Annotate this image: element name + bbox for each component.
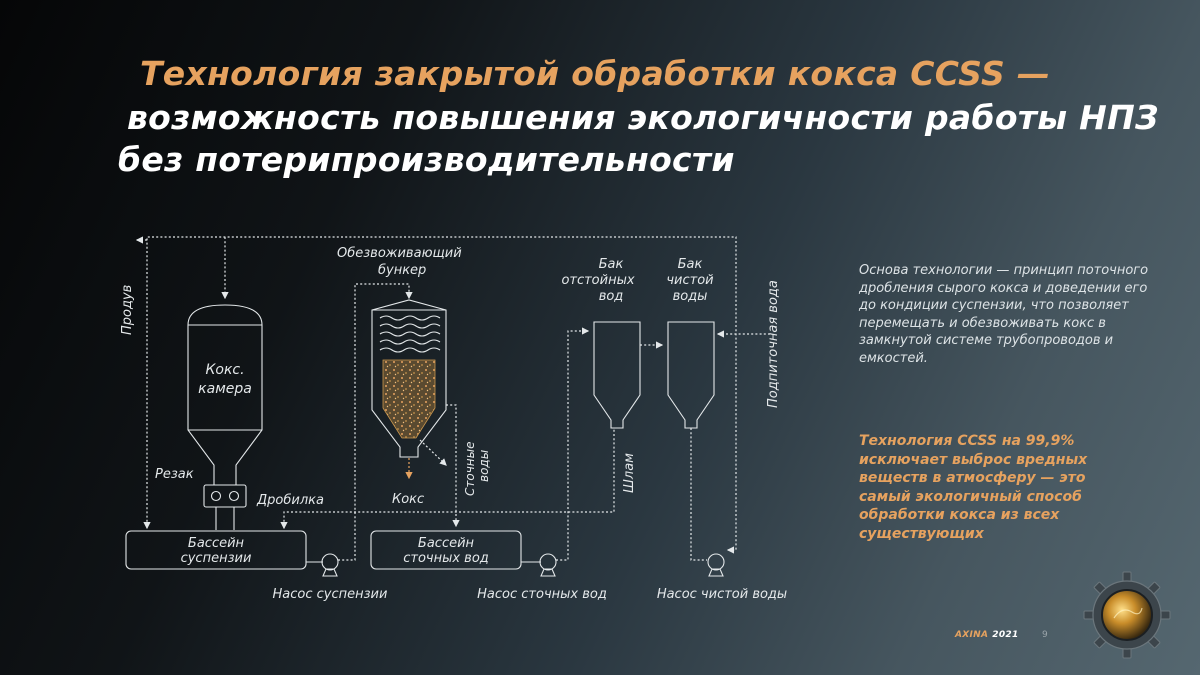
- clean-to-pump-line: [690, 428, 707, 561]
- settling-tank: [593, 321, 641, 429]
- label-nasos-susp: Насос суспензии: [273, 587, 388, 602]
- footer-year: 2021: [992, 630, 1019, 640]
- blow-line: [135, 236, 737, 554]
- label-bak-otst-3: вод: [599, 289, 624, 304]
- waste-to-settler-line: [556, 327, 590, 561]
- label-bak-chist-2: чистой: [666, 273, 713, 288]
- clean-water-pump-icon: [707, 553, 725, 577]
- label-bak-chist-3: воды: [673, 289, 708, 304]
- label-nasos-chist: Насос чистой воды: [657, 587, 787, 602]
- label-bassein-susp-1: Бассейн: [188, 536, 245, 551]
- description-text: Основа технологии — принцип поточного др…: [859, 263, 1149, 366]
- label-stochnye-2: воды: [477, 450, 491, 482]
- gear-logo-icon: [1083, 571, 1171, 659]
- dewatering-bunker: [371, 299, 447, 458]
- title-line-1: Технология закрытой обработки кокса CCSS…: [140, 54, 1051, 93]
- label-koks: Кокс: [392, 492, 424, 507]
- label-podpitochnaya: Подпиточная вода: [766, 280, 781, 408]
- label-nasos-stoch: Насос сточных вод: [477, 587, 607, 602]
- label-bassein-stoch-1: Бассейн: [418, 536, 475, 551]
- waste-water-basin: [370, 530, 522, 570]
- label-stochnye-1: Сточные: [463, 441, 477, 496]
- label-bak-chist-1: Бак: [678, 257, 703, 272]
- page-number: 9: [1042, 630, 1048, 640]
- waste-water-pump-icon: [521, 553, 557, 577]
- waste-water-pipe: [446, 404, 457, 430]
- slurry-pump-icon: [306, 553, 339, 577]
- label-bunker-2: бункер: [378, 263, 426, 278]
- label-bassein-susp-2: суспензии: [181, 551, 252, 566]
- waste-water-arrow: [419, 439, 447, 466]
- title-line-3: без потерипроизводительности: [118, 140, 735, 179]
- coke-chamber: [187, 304, 263, 530]
- label-koks-kamera-2: камера: [198, 381, 252, 397]
- title-line-2: возможность повышения экологичности рабо…: [127, 98, 1159, 137]
- label-rezak: Резак: [155, 467, 194, 482]
- sludge-line: [283, 428, 615, 526]
- clean-water-tank: [667, 321, 715, 429]
- highlight-text: Технология CCSS на 99,9% исключает выбро…: [859, 433, 1088, 542]
- label-produv: Продув: [120, 285, 135, 335]
- label-bak-otst-1: Бак: [599, 257, 624, 272]
- label-bak-otst-2: отстойных: [561, 273, 634, 288]
- label-shlam: Шлам: [622, 453, 637, 493]
- label-bunker-1: Обезвоживающий: [337, 246, 462, 261]
- label-koks-kamera-1: Кокс.: [205, 362, 244, 378]
- slurry-basin: [125, 530, 307, 570]
- label-bassein-stoch-2: сточных вод: [403, 551, 489, 566]
- brand-name: AXINA: [955, 630, 989, 640]
- label-drobilka: Дробилка: [256, 493, 324, 508]
